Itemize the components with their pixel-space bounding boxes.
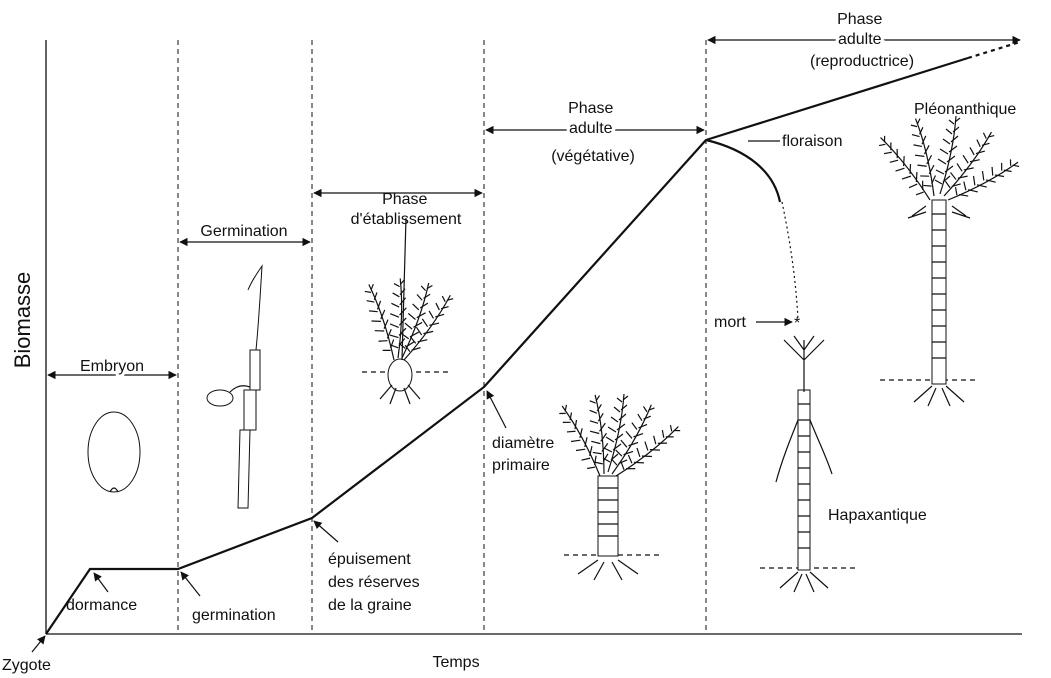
x-axis-label: Temps xyxy=(432,654,479,671)
hapaxanthic-branch xyxy=(705,138,782,203)
establishment-palm xyxy=(350,217,455,405)
phase-label-adult-reproductive: Phase adulte (reproductrice) xyxy=(810,11,914,70)
germination-arrow xyxy=(180,571,201,597)
label-reserves: épuisement des réserves de la graine xyxy=(328,551,424,614)
seed-illustration xyxy=(87,411,141,493)
label-pleonanthique: Pléonanthique xyxy=(914,101,1016,118)
dormance-arrow xyxy=(93,572,109,593)
phase-label-embryo: Embryon xyxy=(80,358,144,375)
seedling-illustration xyxy=(206,264,263,509)
hapaxanthic-palm xyxy=(760,335,856,593)
pleonanthic-extension xyxy=(967,40,1021,60)
diametre-arrow xyxy=(486,390,507,429)
hapaxanthic-decline xyxy=(781,201,799,321)
label-diametre: diamètre primaire xyxy=(492,435,559,474)
reserves-arrow xyxy=(313,520,339,543)
biomass-curve xyxy=(45,139,707,635)
label-zygote: Zygote xyxy=(2,657,51,674)
adult-vegetative-palm xyxy=(545,393,683,581)
label-hapaxantique: Hapaxantique xyxy=(828,507,927,524)
phase-label-germination: Germination xyxy=(200,223,287,240)
label-dormance: dormance xyxy=(66,597,137,614)
phase-label-adult-vegetative: Phase adulte (végétative) xyxy=(551,100,635,165)
y-axis-label: Biomasse xyxy=(10,272,35,369)
death-star: * xyxy=(794,315,800,332)
pleonanthic-palm xyxy=(866,115,1022,407)
label-floraison: floraison xyxy=(782,133,842,150)
label-mort: mort xyxy=(714,314,747,331)
pleonanthic-branch xyxy=(705,56,969,142)
label-germination-point: germination xyxy=(192,607,276,624)
zygote-arrow xyxy=(31,635,46,653)
